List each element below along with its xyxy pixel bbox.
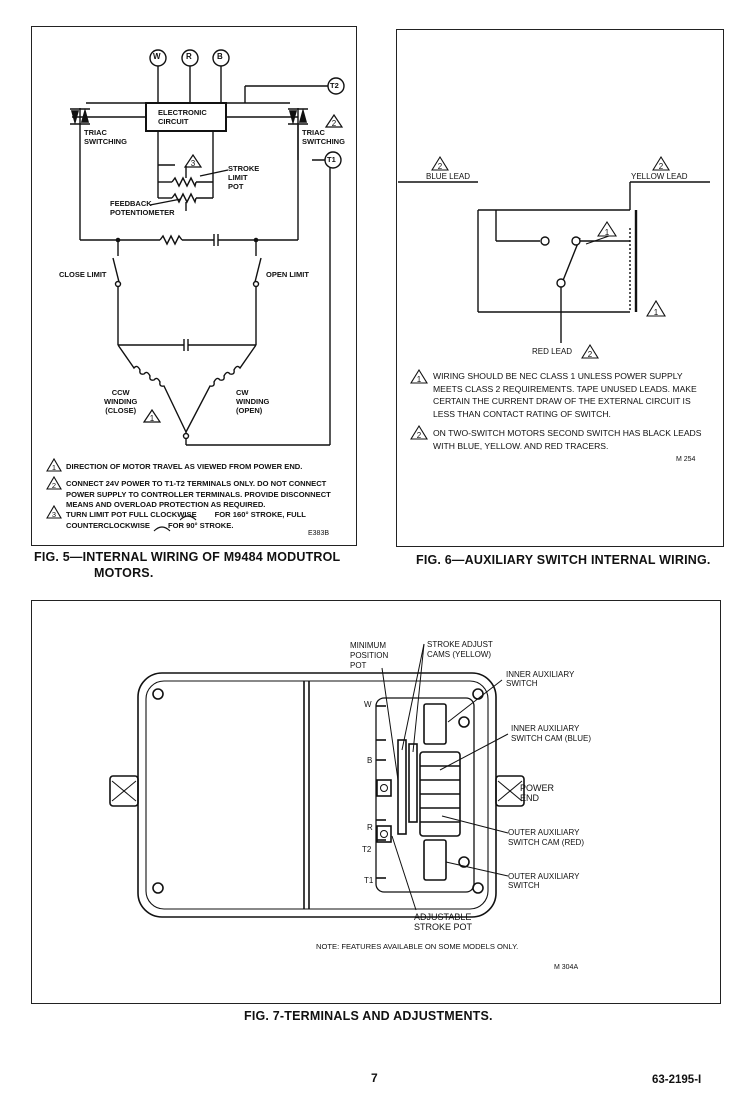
fig6-code: M 254 (676, 456, 696, 463)
fig5-panel (31, 26, 357, 546)
terminal-w: W (153, 52, 161, 61)
svg-text:2: 2 (417, 431, 422, 440)
stroke-limit-pot-label: STROKE LIMIT POT (228, 164, 260, 191)
red-lead-label: RED LEAD (532, 347, 573, 356)
svg-text:3: 3 (52, 510, 56, 519)
fig5-code: E383B (308, 530, 330, 537)
inner-aux-switch-label: INNER AUXILIARY SWITCH (506, 670, 575, 688)
svg-text:1: 1 (150, 414, 155, 423)
stroke-adjust-cams-label: STROKE ADJUST CAMS (YELLOW) (427, 640, 493, 659)
ccw-winding-label: CCW WINDING (CLOSE) (104, 388, 138, 415)
svg-text:1: 1 (417, 375, 422, 384)
inner-aux-cam-label: INNER AUXILIARY SWITCH CAM (BLUE) (511, 724, 591, 743)
fig7-note: NOTE: FEATURES AVAILABLE ON SOME MODELS … (316, 942, 519, 951)
fig7-terminal-t1: T1 (364, 876, 374, 885)
adjustable-stroke-pot-label: ADJUSTABLE STROKE POT (414, 912, 473, 932)
fig5-note-2: CONNECT 24V POWER TO T1-T2 TERMINALS ONL… (66, 479, 331, 509)
triac-right-label: TRIAC SWITCHING (302, 128, 345, 146)
fig5-note-3b: FOR 160° STROKE, FULL (214, 510, 306, 519)
feedback-pot-label: FEEDBACK POTENTIOMETER (110, 199, 175, 217)
fig6-note-markers: 1 2 (410, 368, 428, 440)
fig7-terminal-b: B (367, 756, 373, 765)
fig7-drawing (109, 643, 525, 918)
svg-text:2: 2 (332, 119, 337, 128)
svg-text:1: 1 (52, 463, 56, 472)
terminal-r: R (186, 52, 192, 61)
fig5-note-3c: COUNTERCLOCKWISE (66, 520, 150, 530)
power-end-label: POWER END (520, 783, 555, 803)
fig5-note-3d: FOR 90° STROKE. (167, 520, 234, 530)
close-limit-label: CLOSE LIMIT (59, 270, 107, 279)
triac-left-label: TRIAC SWITCHING (84, 128, 127, 146)
fig5-caption-2: MOTORS. (94, 566, 154, 580)
doc-number: 63-2195-I (652, 1074, 702, 1086)
outer-aux-switch-label: OUTER AUXILIARY SWITCH (508, 872, 580, 890)
blue-lead-label: BLUE LEAD (426, 172, 471, 181)
svg-text:2: 2 (659, 162, 664, 171)
fig5-note-markers: 1 2 3 (46, 457, 62, 519)
open-limit-label: OPEN LIMIT (266, 270, 309, 279)
fig6-note-1: WIRING SHOULD BE NEC CLASS 1 UNLESS POWE… (433, 371, 697, 419)
terminal-b: B (217, 52, 223, 61)
svg-text:2: 2 (52, 481, 56, 490)
fig6-schematic: 2 2 1 1 2 (398, 155, 710, 359)
fig5-schematic: 3 2 1 (70, 49, 345, 532)
fig6-caption: FIG. 6—AUXILIARY SWITCH INTERNAL WIRING. (416, 553, 711, 567)
cw-winding-label: CW WINDING (OPEN) (236, 388, 270, 415)
page-number: 7 (371, 1071, 378, 1085)
svg-text:1: 1 (654, 308, 659, 317)
fig6-panel (396, 29, 724, 547)
fig7-terminal-t2: T2 (362, 845, 372, 854)
svg-text:1: 1 (605, 228, 610, 237)
fig7-terminal-r: R (367, 823, 373, 832)
fig5-note-3a: TURN LIMIT POT FULL CLOCKWISE (66, 510, 197, 519)
terminal-t2: T2 (330, 81, 339, 90)
fig5-note-1: DIRECTION OF MOTOR TRAVEL AS VIEWED FROM… (66, 462, 303, 471)
fig6-note-2: ON TWO-SWITCH MOTORS SECOND SWITCH HAS B… (433, 428, 702, 451)
outer-aux-cam-label: OUTER AUXILIARY SWITCH CAM (RED) (508, 828, 584, 847)
svg-text:3: 3 (191, 159, 196, 168)
fig7-code: M 304A (554, 964, 579, 971)
fig7-panel (31, 600, 721, 1004)
min-position-pot-label: MINIMUM POSITION POT (350, 641, 389, 670)
yellow-lead-label: YELLOW LEAD (631, 172, 688, 181)
electronic-circuit-label: ELECTRONIC CIRCUIT (158, 108, 207, 126)
fig5-note-3: TURN LIMIT POT FULL CLOCKWISE FOR 160° ST… (66, 510, 306, 531)
svg-text:2: 2 (588, 350, 593, 359)
fig7-terminal-w: W (364, 700, 372, 709)
fig5-caption-1: FIG. 5—INTERNAL WIRING OF M9484 MODUTROL (34, 550, 341, 564)
fig7-caption: FIG. 7-TERMINALS AND ADJUSTMENTS. (244, 1009, 493, 1023)
terminal-t1: T1 (327, 155, 336, 164)
svg-text:2: 2 (438, 162, 443, 171)
